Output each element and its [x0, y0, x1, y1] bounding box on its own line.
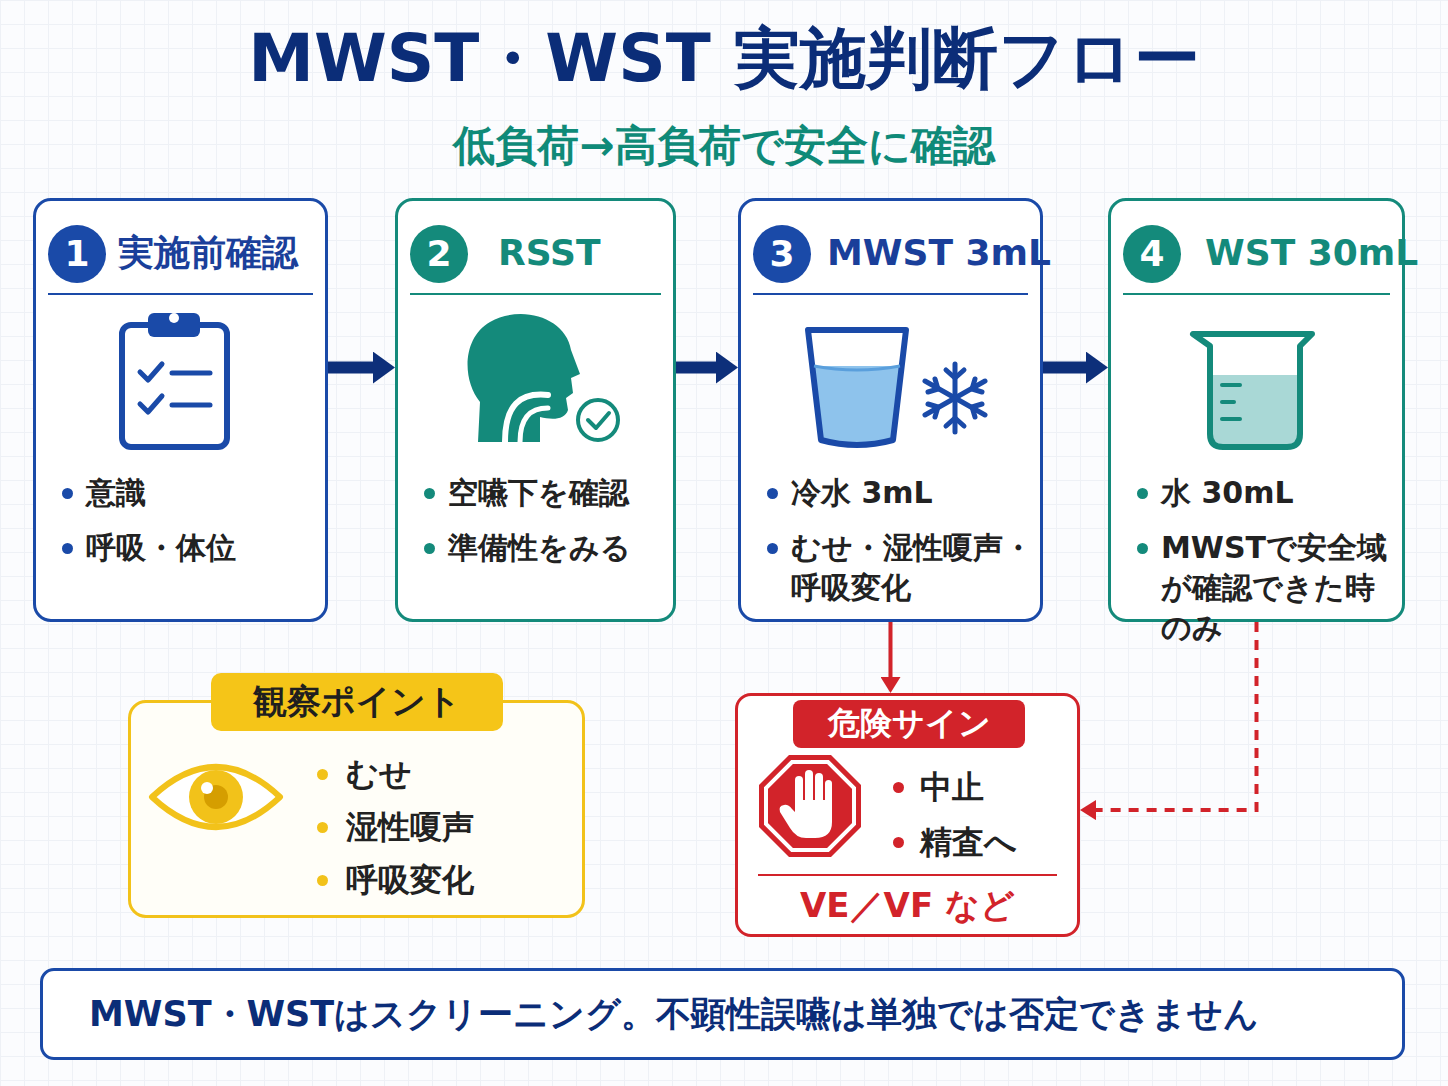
process-box: MWST 3mL 冷水 3mL むせ・湿性嗄声・呼吸変化 3 [738, 198, 1043, 622]
step-heading: 実施前確認 [118, 229, 319, 277]
observation-box: 観察ポイントむせ湿性嗄声呼吸変化 [128, 700, 585, 918]
observation-item: むせ [346, 753, 412, 795]
bullet-text: 意識 [86, 473, 319, 513]
bullet-text: 冷水 3mL [791, 473, 1034, 513]
bullet-dot [893, 782, 904, 793]
heading-underline [48, 293, 313, 295]
bullet-dot [62, 488, 73, 499]
observation-item: 湿性嗄声 [346, 806, 474, 848]
danger-arrow [1096, 622, 1257, 810]
danger-item: 精査へ [920, 821, 1017, 863]
step-heading: WST 30mL [1205, 229, 1396, 277]
bullet-dot [62, 543, 73, 554]
bullet-text: MWSTで安全域が確認できた時のみ [1161, 528, 1396, 648]
danger-arrow [889, 622, 893, 677]
reference-text: VE／VF など [738, 882, 1077, 928]
bullet-text: 水 30mL [1161, 473, 1396, 513]
bullet-dot [767, 543, 778, 554]
bullet-dot [1137, 543, 1148, 554]
bullet-dot [317, 822, 328, 833]
bullet-dot [317, 769, 328, 780]
danger-box: 危険サイン中止精査へ VE／VF など [735, 693, 1080, 937]
bullet-text: むせ・湿性嗄声・呼吸変化 [791, 528, 1034, 608]
process-box: WST 30mL水 30mLMWSTで安全域が確認できた時のみ4 [1108, 198, 1405, 622]
flow-arrow [328, 362, 373, 374]
danger-item: 中止 [920, 766, 984, 808]
flow-arrow [1043, 362, 1086, 374]
callout-number: 1 [64, 234, 89, 274]
tag-text: 観察ポイント [253, 679, 461, 725]
heading-underline [410, 293, 661, 295]
bullet-dot [1137, 488, 1148, 499]
subtitle: 低負荷→高負荷で安全に確認 [0, 118, 1448, 174]
bullet-dot [424, 543, 435, 554]
process-box: 実施前確認意識呼吸・体位 1 [33, 198, 328, 622]
heading-tag: 観察ポイント [211, 673, 503, 731]
step-number-circle: 4 [1123, 225, 1181, 283]
callout-number: 2 [426, 234, 451, 274]
observation-item: 呼吸変化 [346, 859, 474, 901]
bullet-text: 空嚥下を確認 [448, 473, 667, 513]
title: MWST・WST 実施判断フロー [0, 14, 1448, 104]
bullet-dot [767, 488, 778, 499]
step-number-circle: 2 [410, 225, 468, 283]
bullet-dot [893, 837, 904, 848]
note-band: MWST・WSTはスクリーニング。不顕性誤嚥は単独では否定できません [40, 968, 1405, 1060]
process-box: RSST 空嚥下を確認準備性をみる 2 [395, 198, 676, 622]
step-heading: RSST [498, 229, 667, 277]
bullet-text: 準備性をみる [448, 528, 667, 568]
bullet-dot [424, 488, 435, 499]
callout-number: 4 [1139, 234, 1164, 274]
bullet-text: 呼吸・体位 [86, 528, 319, 568]
tag-text: 危険サイン [828, 702, 991, 746]
heading-tag: 危険サイン [793, 700, 1025, 748]
flow-arrow [676, 362, 716, 374]
step-number-circle: 1 [48, 225, 106, 283]
note-text: MWST・WSTはスクリーニング。不顕性誤嚥は単独では否定できません [89, 992, 1259, 1036]
heading-underline [753, 293, 1028, 295]
step-heading: MWST 3mL [827, 229, 1034, 277]
bullet-dot [317, 875, 328, 886]
step-number-circle: 3 [753, 225, 811, 283]
heading-underline [1123, 293, 1390, 295]
divider-line [758, 874, 1057, 876]
callout-number: 3 [769, 234, 794, 274]
